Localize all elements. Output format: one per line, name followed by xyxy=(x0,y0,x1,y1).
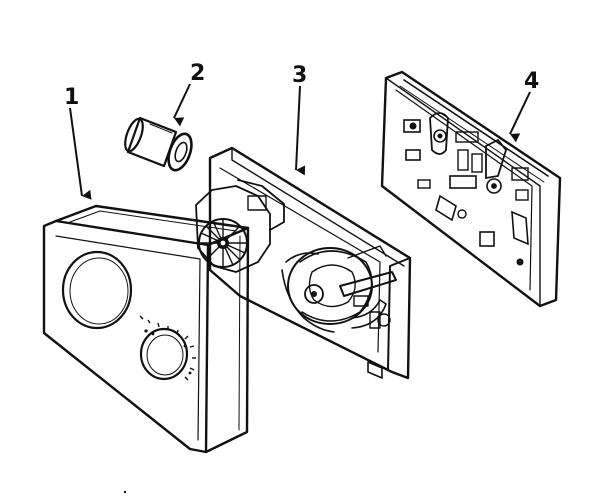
arrow-1 xyxy=(69,107,92,200)
callout-2: 2 xyxy=(190,61,205,86)
part-4-subbase-plate xyxy=(380,70,562,308)
callout-4: 4 xyxy=(524,69,539,94)
callout-arrows xyxy=(69,83,531,200)
callout-labels: 1 2 3 4 xyxy=(64,61,539,110)
part-1-cover xyxy=(42,204,250,454)
callout-3: 3 xyxy=(292,63,307,88)
arrow-3 xyxy=(295,85,306,176)
dial-scale-marks xyxy=(139,315,196,381)
callout-1: 1 xyxy=(64,85,79,110)
part-3-base-mechanism xyxy=(195,146,412,380)
arrow-2 xyxy=(173,83,191,127)
subbase-components xyxy=(403,112,529,266)
part-2-battery xyxy=(124,116,193,172)
arrow-4 xyxy=(509,91,531,143)
